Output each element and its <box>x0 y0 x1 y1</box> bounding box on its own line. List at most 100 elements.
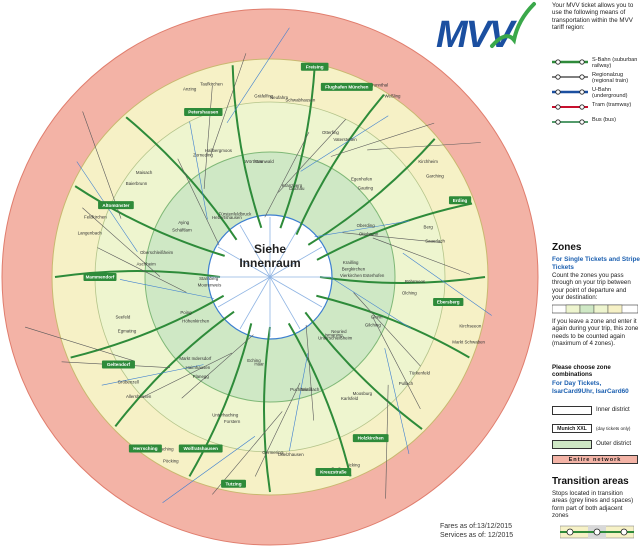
bus-line <box>289 353 309 451</box>
town-label: Otterfing <box>322 130 339 135</box>
town-label: Pullach <box>399 381 414 386</box>
town-label: Langenbach <box>78 230 103 235</box>
footer-services: Services as of: 12/2015 <box>440 532 514 539</box>
town-label: Puchheim <box>290 387 310 392</box>
zone-count-diagram <box>552 304 638 314</box>
transit-lines <box>24 27 492 503</box>
legend-regional-label: Regionalzug (regional train) <box>592 72 629 85</box>
sbahn-line <box>74 185 225 257</box>
hub-badge: Herrsching <box>128 444 162 453</box>
zone-box-inner <box>552 406 592 415</box>
town-label: Moorenweis <box>198 283 222 288</box>
town-label: Neuried <box>331 329 347 334</box>
town-label: Wörthsee <box>245 159 264 164</box>
town-label: Oberschleißheim <box>140 250 174 255</box>
hub-label: Tutzing <box>226 481 242 486</box>
town-label: Gräfelfing <box>254 94 274 99</box>
town-label: Weßling <box>384 93 401 98</box>
town-label: Unterschleißheim <box>318 336 353 341</box>
hub-badge: Freising <box>300 62 329 71</box>
center-label-line1: Siehe <box>253 242 286 256</box>
hub-label: Herrsching <box>133 446 157 451</box>
hub-label: Mammendorf <box>86 275 115 280</box>
sbahn-line <box>70 294 225 359</box>
bus-line <box>24 326 134 362</box>
tram-line-icon <box>552 104 588 110</box>
town-label: Kirchseeon <box>459 324 482 329</box>
town-label: Forstern <box>224 419 241 424</box>
bus-line <box>314 220 410 238</box>
town-label: Zorneding <box>193 152 213 157</box>
legend-ubahn: U-Bahn (underground) <box>552 87 640 101</box>
town-label: Gilching <box>365 322 381 327</box>
sbahn-line <box>125 116 238 241</box>
hub-badge: Petershausen <box>184 107 223 116</box>
town-label: Kirchheim <box>418 159 438 164</box>
town-label: Germering <box>262 450 283 455</box>
sbahn-line <box>307 138 436 246</box>
town-label: Allershausen <box>126 394 152 399</box>
hub-badge: Erding <box>448 196 472 205</box>
zone-note-xxl: (day tickets only) <box>596 426 631 431</box>
zone-box-xxl: Munich XXL <box>552 424 592 433</box>
bus-line <box>210 53 247 156</box>
zone-label-outer: Outer district <box>596 440 632 447</box>
town-label: Straßlach <box>301 387 320 392</box>
sbahn-line <box>279 66 316 229</box>
town-label: Feldkirchen <box>84 214 107 219</box>
footer: Fares as of:13/12/2015 Services as of: 1… <box>440 522 513 540</box>
town-label: Maisach <box>136 170 153 175</box>
hub-label: Geltendorf <box>107 362 131 367</box>
bus-line <box>300 115 389 172</box>
bus-line <box>162 436 256 503</box>
transition-title: Transition areas <box>552 476 629 487</box>
bus-line <box>189 121 208 220</box>
zones-choose-text: Please choose zone combinations <box>552 364 611 379</box>
zone-box-outer <box>552 440 592 449</box>
town-label: Ottobrunn <box>359 232 379 237</box>
hub-label: Wolfratshausen <box>184 446 219 451</box>
zones-title: Zones <box>552 242 582 253</box>
hub-badge: Altomünster <box>98 201 134 210</box>
transition-text: Stops located in transition areas (grey … <box>552 490 634 520</box>
hub-label: Freising <box>306 64 324 69</box>
legend-bus-label: Bus (bus) <box>592 117 616 123</box>
hub-label: Kreuzstraße <box>320 470 347 475</box>
bus-line <box>372 237 471 275</box>
hub-badge-box <box>221 479 246 488</box>
town-label: Neufahrn <box>270 95 289 100</box>
bus-line <box>353 292 421 367</box>
bus-line <box>142 352 233 398</box>
town-label: Türkenfeld <box>409 371 430 376</box>
bus-line <box>82 207 161 277</box>
hub-badge-box <box>433 298 464 307</box>
zone-box-entire: Entire network <box>552 455 638 464</box>
town-label: Brunnthal <box>369 82 388 87</box>
town-label: Moosburg <box>353 391 373 396</box>
town-label: Baierbrunn <box>126 181 148 186</box>
town-label: Kranzberg <box>282 183 303 188</box>
hub-badge-box <box>315 467 352 476</box>
hub-label: Flughafen München <box>325 85 369 90</box>
legend-ubahn-label: U-Bahn (underground) <box>592 87 628 100</box>
town-label: Starnberg <box>199 276 219 281</box>
hub-badge-box <box>320 82 373 91</box>
bus-line <box>372 316 421 410</box>
regional-line-icon <box>552 74 588 80</box>
bus-line <box>264 132 310 218</box>
bus-line <box>82 111 122 219</box>
town-label: Olching <box>402 290 417 295</box>
legend-regional: Regionalzug (regional train) <box>552 72 640 86</box>
town-label: Planegg <box>193 374 210 379</box>
hub-badge: Wolfratshausen <box>178 444 223 453</box>
town-label: Markt Schwaben <box>452 339 485 344</box>
town-label: Hebertshausen <box>212 215 242 220</box>
town-label: Dachau <box>289 186 305 191</box>
bus-line <box>119 279 215 299</box>
intro-text: Your MVV ticket allows you to use the fo… <box>552 2 634 32</box>
bus-line <box>342 232 442 243</box>
hub-label: Erding <box>453 198 468 203</box>
zone-label-entire: Entire network <box>568 457 622 463</box>
hub-badge-box <box>98 201 134 210</box>
